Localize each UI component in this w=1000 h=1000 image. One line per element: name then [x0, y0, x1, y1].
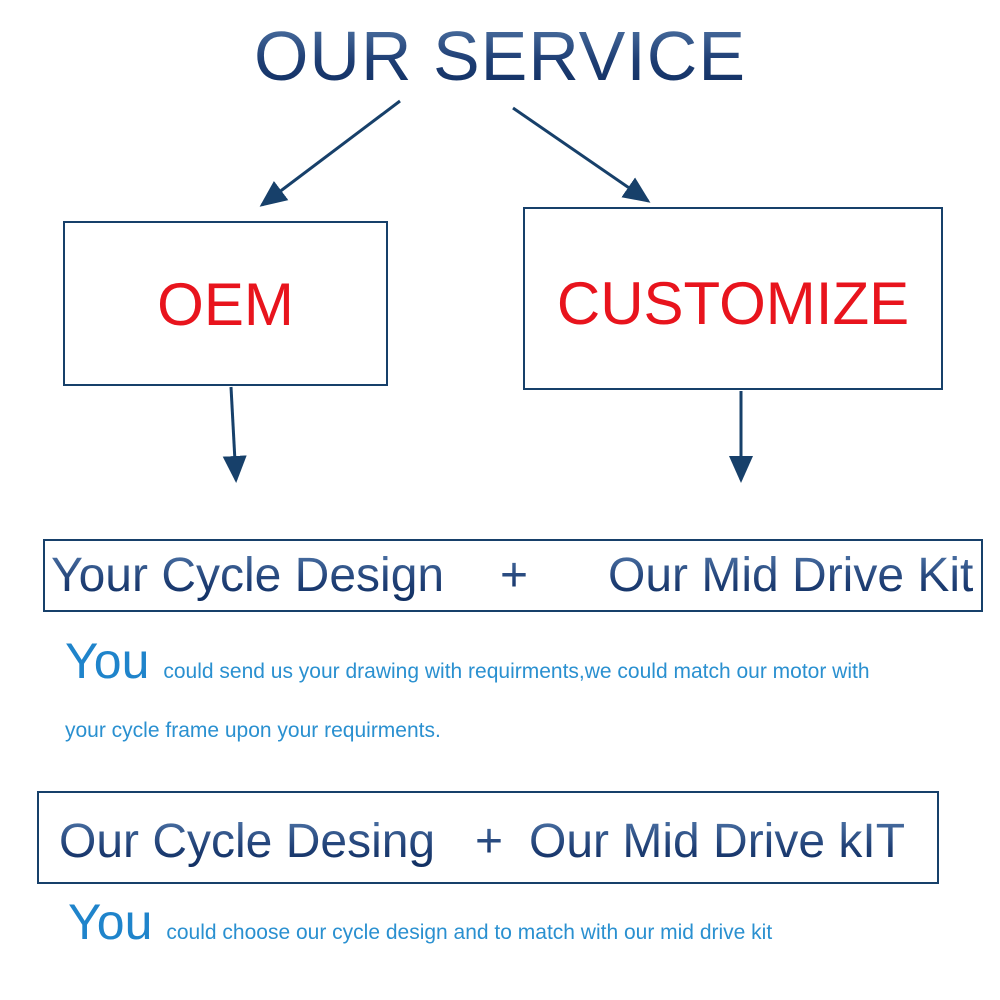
arrow-to-customize — [512, 106, 651, 203]
option1-right-text: Our Mid Drive Kit — [608, 552, 973, 606]
customize-label: CUSTOMIZE — [556, 269, 910, 337]
option2-left-text: Our Cycle Desing — [59, 818, 435, 872]
customize-box: CUSTOMIZE — [523, 207, 943, 390]
page-title: OUR SERVICE — [0, 14, 1000, 98]
option2-line1: could choose our cycle design and to mat… — [166, 921, 773, 944]
option2-plus: + — [475, 818, 503, 872]
option1-desc-line1: You could send us your drawing with requi… — [65, 636, 870, 686]
oem-label: OEM — [157, 270, 294, 338]
option2-desc-line1: You could choose our cycle design and to … — [68, 897, 772, 947]
option2-right-text: Our Mid Drive kIT — [529, 818, 905, 872]
option2-banner: Our Cycle Desing + Our Mid Drive kIT — [37, 791, 939, 884]
option1-desc-line2: your cycle frame upon your requirments. — [65, 719, 441, 742]
option1-plus: + — [500, 552, 528, 606]
option2-lead: You — [68, 894, 153, 950]
arrow-to-oem — [259, 99, 401, 207]
arrow-oem-down — [222, 386, 247, 483]
option1-left-text: Your Cycle Design — [51, 552, 444, 606]
option1-line1: could send us your drawing with requirme… — [163, 660, 870, 683]
oem-box: OEM — [63, 221, 388, 386]
option1-lead: You — [65, 633, 150, 689]
option1-banner: Your Cycle Design + Our Mid Drive Kit — [43, 539, 983, 612]
